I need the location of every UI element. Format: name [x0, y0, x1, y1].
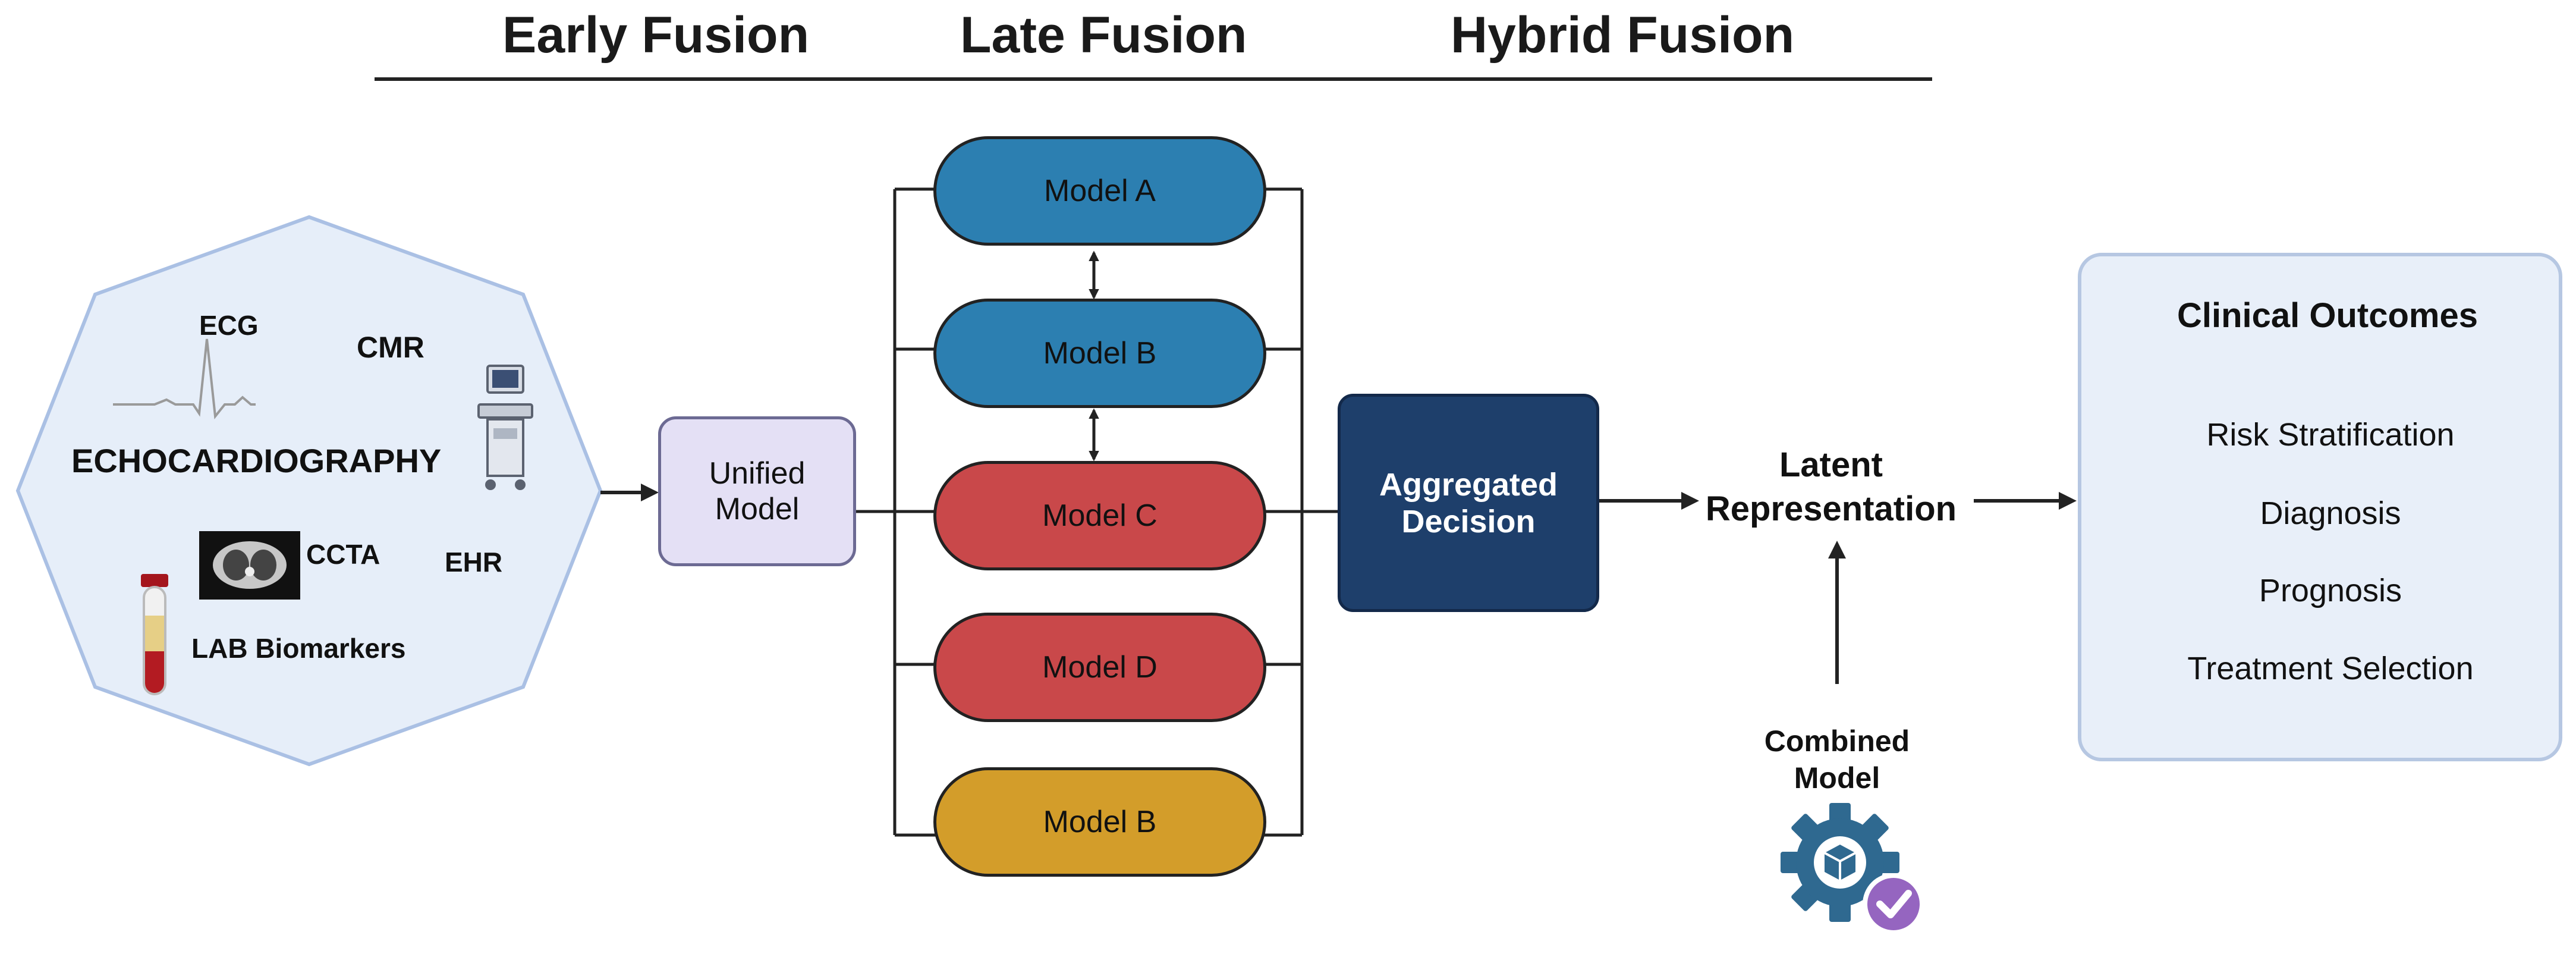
latent-line2: Representation	[1705, 490, 1957, 528]
label-ecg: ECG	[199, 310, 259, 341]
heading-late-fusion: Late Fusion	[960, 7, 1247, 64]
model-c-pill: Model C	[933, 461, 1266, 570]
combined-line1: Combined	[1764, 724, 1910, 758]
blood-tube-icon	[141, 574, 168, 695]
aggregated-decision-box: Aggregated Decision	[1338, 394, 1599, 612]
outcome-prognosis: Prognosis	[2259, 573, 2402, 608]
label-cmr: CMR	[357, 331, 424, 364]
model-b-gold-pill: Model B	[933, 767, 1266, 877]
latent-line1: Latent	[1779, 445, 1883, 484]
model-d-pill: Model D	[933, 613, 1266, 722]
combined-line2: Model	[1794, 761, 1880, 795]
aggregated-line2: Decision	[1401, 503, 1536, 539]
gear-check-icon	[1781, 803, 1924, 935]
heading-early-fusion: Early Fusion	[502, 7, 810, 64]
ecg-trace-icon	[113, 338, 256, 420]
outcome-treatment-selection: Treatment Selection	[2187, 651, 2474, 686]
ccta-scan-icon	[199, 531, 300, 600]
outcome-risk-stratification: Risk Stratification	[2206, 417, 2455, 453]
model-a-pill: Model A	[933, 136, 1266, 246]
clinical-outcomes-title: Clinical Outcomes	[2176, 296, 2479, 335]
latent-representation-label: Latent Representation	[1688, 443, 1974, 531]
combined-model-label: Combined Model	[1724, 723, 1950, 796]
heading-hybrid-fusion: Hybrid Fusion	[1451, 7, 1795, 64]
model-b-pill: Model B	[933, 299, 1266, 408]
clinical-outcomes-panel	[2078, 253, 2562, 761]
aggregated-line1: Aggregated	[1379, 466, 1558, 503]
unified-model-box: Unified Model	[658, 416, 856, 566]
unified-model-line1: Unified	[709, 456, 806, 491]
label-ccta: CCTA	[306, 539, 380, 570]
unified-model-line2: Model	[715, 492, 800, 526]
label-echocardiography: ECHOCARDIOGRAPHY	[71, 442, 442, 479]
label-ehr: EHR	[445, 547, 503, 578]
label-lab-biomarkers: LAB Biomarkers	[191, 633, 406, 664]
outcome-diagnosis: Diagnosis	[2260, 495, 2401, 531]
ultrasound-machine-icon	[477, 365, 533, 490]
